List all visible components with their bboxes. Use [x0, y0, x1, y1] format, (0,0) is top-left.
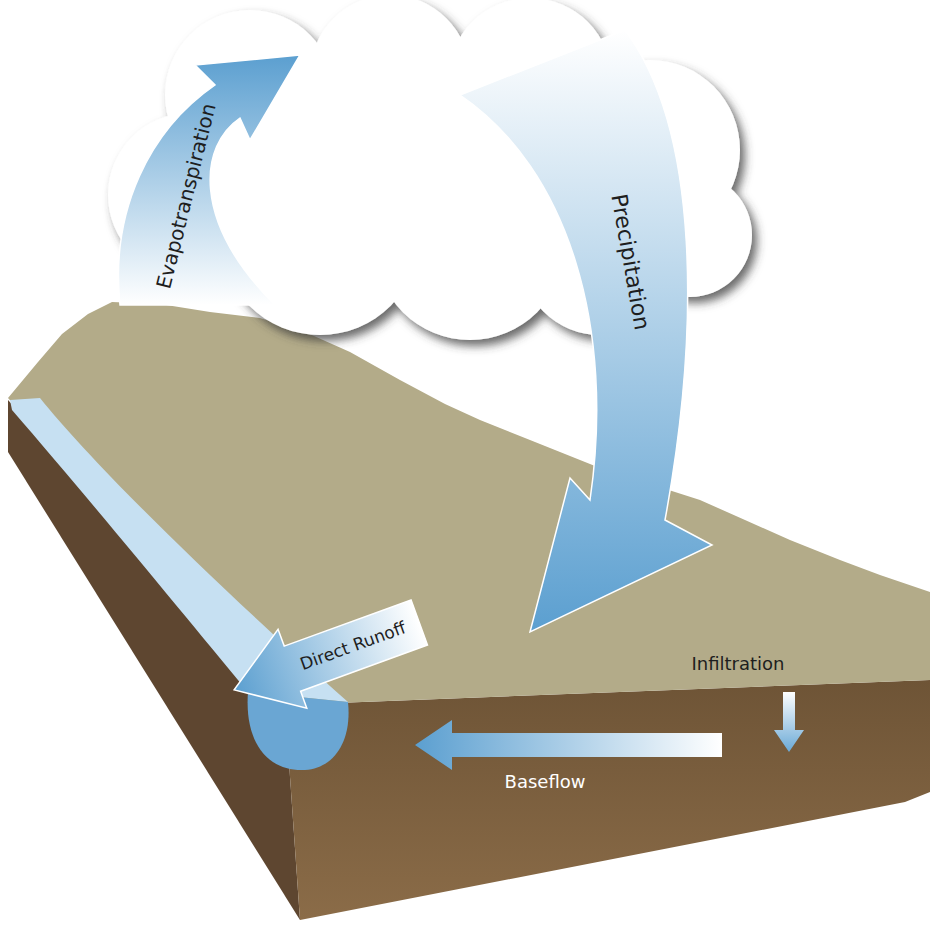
ground-block — [8, 302, 930, 920]
ground-surface — [8, 302, 930, 705]
infiltration-arrow — [774, 692, 804, 752]
arrow-label: Baseflow — [505, 772, 586, 792]
evapotranspiration-arrow — [118, 55, 300, 305]
direct-runoff-arrow-group — [220, 583, 434, 729]
direct-runoff-arrow — [220, 583, 434, 729]
front-face — [285, 680, 930, 920]
precipitation-arrow — [460, 30, 712, 632]
baseflow-arrow — [415, 720, 722, 770]
arrow-label: Infiltration — [691, 654, 784, 674]
